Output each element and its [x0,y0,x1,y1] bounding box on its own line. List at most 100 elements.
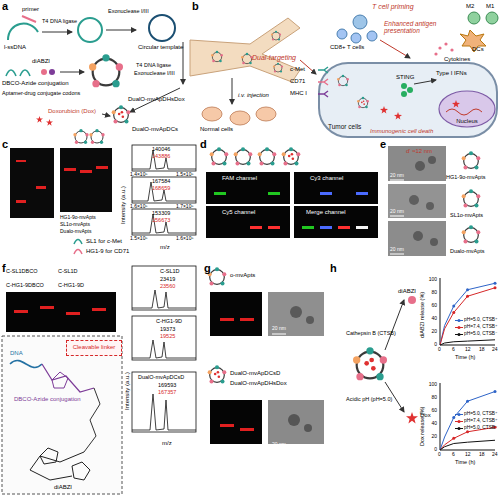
legend-sample [455,327,463,328]
axis-tick: 20 [431,434,437,440]
legend-sample [455,426,463,431]
panel-b-illustration [450,48,453,51]
panel-b-illustration [353,15,367,29]
figure-label: m/z [160,244,170,251]
legend-sample [455,325,463,330]
figure-label: Type I IFNs [436,70,467,77]
tem-image-e [388,146,480,256]
panel-g-images [272,334,286,335]
figure-label: 19525 [160,333,175,339]
tem-image-e [462,189,481,207]
panel-c-gels [16,200,26,203]
axis-tick: 60 [431,408,437,414]
panel-d-gels [268,192,280,195]
panel-f-gel [40,306,54,309]
chemistry-box [52,372,68,388]
release-plot [466,400,469,403]
release-plot [466,295,469,298]
panel-d-gels [356,192,368,195]
cell-contents [446,109,482,115]
panel-g-images [240,428,254,431]
cell-contents [401,91,407,97]
tem-image-e [390,254,404,255]
figure-label: Aptamer-drug conjugate codons [2,90,80,96]
figure-label: c-Met [290,66,305,73]
figure-label: 167584 [152,178,170,184]
figure-label: SL1o-mvApts [450,212,483,218]
figure-label: Time (h) [455,459,475,465]
figure-label: diABZI [32,58,50,65]
chemistry-box [10,361,42,368]
panel-d-gels [320,192,332,195]
tem-image-e [390,180,404,181]
panel-a-illustration [102,114,110,116]
figure-label: Cathepsin B (CTSB) [346,330,396,336]
figure-label: SL1 for c-Met [86,238,122,245]
legend-sample [458,420,461,423]
mass-spectrum-c [132,150,196,169]
figure-label: C-SL1D [160,268,180,274]
legend-sample [455,318,463,323]
panel-b-illustration [271,31,281,41]
mass-spectrum-c [132,182,196,201]
tem-image-e [462,225,481,243]
figure-label: Dualo-mvApts [450,248,485,254]
legend-sample [455,419,463,424]
axis-tick: 0 [434,342,437,348]
figure-label: Acidic pH (pH=5.0) [346,396,392,402]
figure-label: 23560 [160,283,175,289]
figure-label: DualO-mvApDHsDox [128,96,185,103]
figure-label: HG1-9o-mvApts [60,215,96,221]
node-label: Cleavable linker [67,344,121,351]
panel-b-illustration [190,18,300,82]
panel-b-illustration [211,51,223,63]
figure-label: CD8+ T cells [330,44,364,51]
panel-c-gels [36,186,46,189]
figure-label: 1.6×10⁵ [176,236,194,242]
panel-c-gels [80,170,92,173]
panel-b-illustration [256,107,276,121]
panel-d-gels [258,147,277,165]
tem-image-e [388,221,446,256]
figure-label: Intensity (a.u.) [124,372,131,410]
panel-b-illustration [444,42,447,45]
tem-image-e [409,195,419,205]
panel-a-illustration [49,69,55,75]
panel-b-illustration [486,12,498,24]
axis-tick: 20 [431,329,437,335]
chemistry-box [84,388,100,452]
panel-g-images [288,414,300,426]
chemistry-box [2,336,122,494]
release-plot [440,440,495,450]
axis-tick: 100 [429,382,437,388]
release-plot [494,286,497,289]
figure-label: Exonuclease I/III [134,70,175,76]
figure-label: DualO-mvApDCs [132,126,178,133]
mass-spectrum-f [132,340,196,358]
figure-label: 140046 [152,146,170,152]
node-label: Nucleus [438,118,496,125]
panel-h-illustration [353,296,418,423]
figure-label: Intensity (a.u.) [120,186,127,224]
cell-contents [337,75,482,120]
panel-b-illustration [380,40,410,58]
mass-spectrum-c [132,145,196,235]
tem-image-e [462,151,481,169]
panel-a-illustration [36,116,43,123]
cell-contents [337,75,349,87]
figure-label: 12 [465,347,471,353]
figure-label: T4 DNA ligase [42,18,77,24]
panel-a-illustration [89,54,123,87]
figure-label: Cy3 channel [310,175,343,182]
figure-label: C-SL1D [58,268,78,274]
legend-sample [455,332,463,337]
figure-label: 1.7×10⁵ [176,204,194,210]
figure-label: C-SL1DBCO [6,268,37,274]
panel-b-illustration [232,78,233,104]
legend-sample [455,412,463,417]
panel-c-gels [74,250,82,255]
figure-label: C-HG1-9D [156,318,182,324]
mass-spectrum-c [132,145,196,171]
panel-d-gels [320,226,332,229]
